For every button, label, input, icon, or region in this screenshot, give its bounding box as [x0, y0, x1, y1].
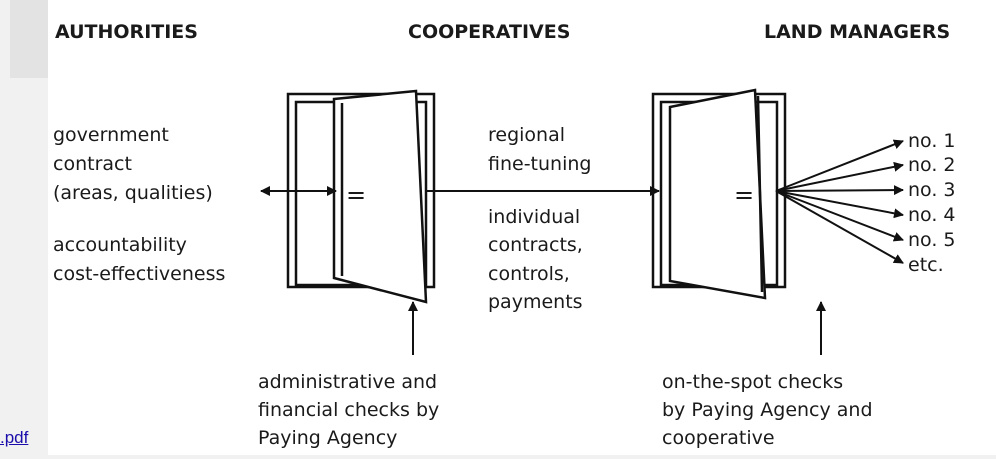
right-door-leaf	[668, 88, 767, 300]
manager-etc: etc.	[908, 254, 944, 276]
bottom-left-line-3: Paying Agency	[258, 427, 397, 449]
fan-arrow-1	[775, 139, 904, 192]
header-land-managers: LAND MANAGERS	[764, 21, 950, 43]
left-door-leaf	[332, 89, 428, 304]
fan-arrow-2	[775, 161, 904, 192]
arrows	[260, 139, 904, 355]
middle-individual-4: payments	[488, 291, 583, 313]
middle-regional-1: regional	[488, 124, 565, 146]
right-door-edge	[756, 95, 764, 293]
middle-regional-2: fine-tuning	[488, 153, 591, 175]
right-door-icon	[651, 88, 787, 300]
diagram-svg: AUTHORITIES COOPERATIVES LAND MANAGERS g…	[53, 21, 956, 449]
manager-3: no. 3	[908, 179, 956, 201]
header-cooperatives: COOPERATIVES	[408, 21, 570, 43]
bottom-right-line-1: on-the-spot checks	[662, 371, 843, 393]
fan-arrow-4	[775, 190, 904, 219]
left-line-3: (areas, qualities)	[53, 182, 213, 204]
middle-individual-3: controls,	[488, 263, 570, 285]
fan-arrow-5	[775, 190, 904, 242]
manager-2: no. 2	[908, 154, 956, 176]
manager-1: no. 1	[908, 130, 956, 152]
header-authorities: AUTHORITIES	[55, 21, 198, 43]
left-accountability-1: accountability	[53, 234, 187, 256]
left-line-1: government	[53, 124, 169, 146]
manager-5: no. 5	[908, 229, 956, 251]
diagram-figure: AUTHORITIES COOPERATIVES LAND MANAGERS g…	[48, 0, 996, 455]
left-door-symbol: =	[346, 181, 366, 209]
gray-tab	[10, 0, 48, 78]
pdf-link[interactable]: .pdf	[0, 428, 29, 447]
left-line-2: contract	[53, 153, 132, 175]
bottom-left-line-2: financial checks by	[258, 399, 439, 421]
left-accountability-2: cost-effectiveness	[53, 263, 225, 285]
manager-4: no. 4	[908, 204, 956, 226]
bottom-left-line-1: administrative and	[258, 371, 437, 393]
bottom-right-line-3: cooperative	[662, 427, 775, 449]
fan-arrow-3	[775, 185, 904, 196]
bottom-right-line-2: by Paying Agency and	[662, 399, 873, 421]
right-door-symbol: =	[734, 181, 754, 209]
fan-arrow-etc	[775, 190, 904, 264]
middle-individual-1: individual	[488, 206, 580, 228]
middle-individual-2: contracts,	[488, 234, 583, 256]
